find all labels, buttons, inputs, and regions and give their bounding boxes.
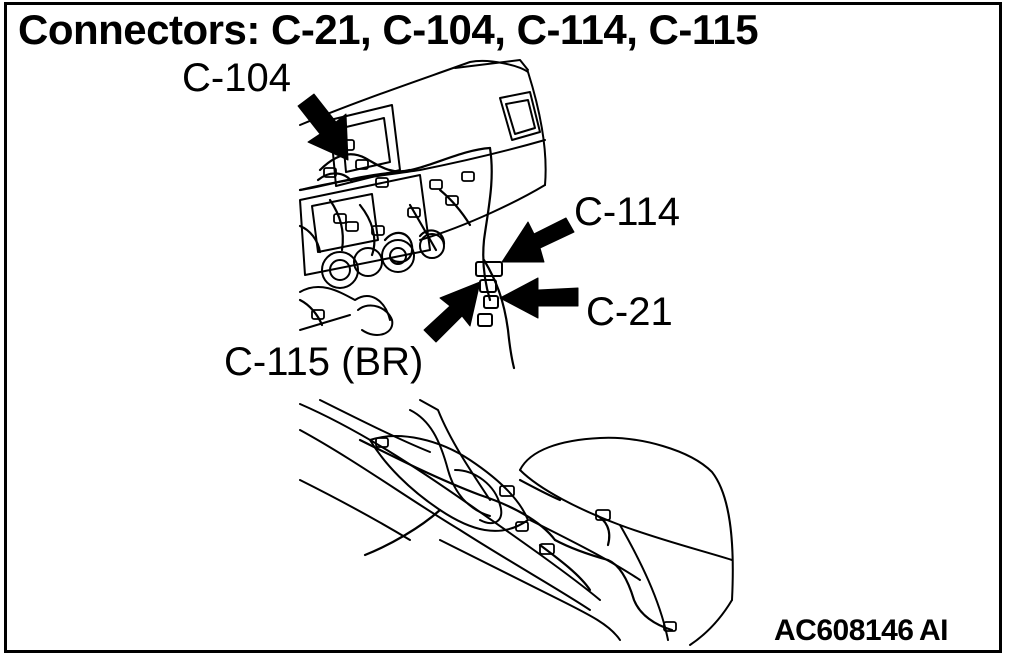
- callout-label-c104: C-104: [182, 56, 291, 100]
- callout-label-c21: C-21: [586, 290, 673, 334]
- dash-connector-clips: [311, 139, 475, 320]
- arrow-c114: [501, 217, 575, 263]
- console-wiring-harness: [358, 438, 674, 632]
- connector-cluster: [475, 261, 503, 327]
- center-console: [299, 399, 734, 646]
- diagram-title: Connectors: C-21, C-104, C-114, C-115: [18, 6, 759, 53]
- callout-label-c114: C-114: [574, 190, 680, 234]
- console-connector-clips: [375, 437, 677, 632]
- callout-label-c115: C-115 (BR): [224, 340, 424, 384]
- instrument-panel: [299, 59, 547, 336]
- dash-wiring-harness: [298, 146, 516, 370]
- arrow-c104: [297, 93, 349, 161]
- figure-id: AC608146 AI: [774, 614, 948, 647]
- pointer-arrows: [297, 93, 579, 343]
- arrow-c21: [499, 277, 579, 319]
- arrow-c115: [423, 281, 481, 343]
